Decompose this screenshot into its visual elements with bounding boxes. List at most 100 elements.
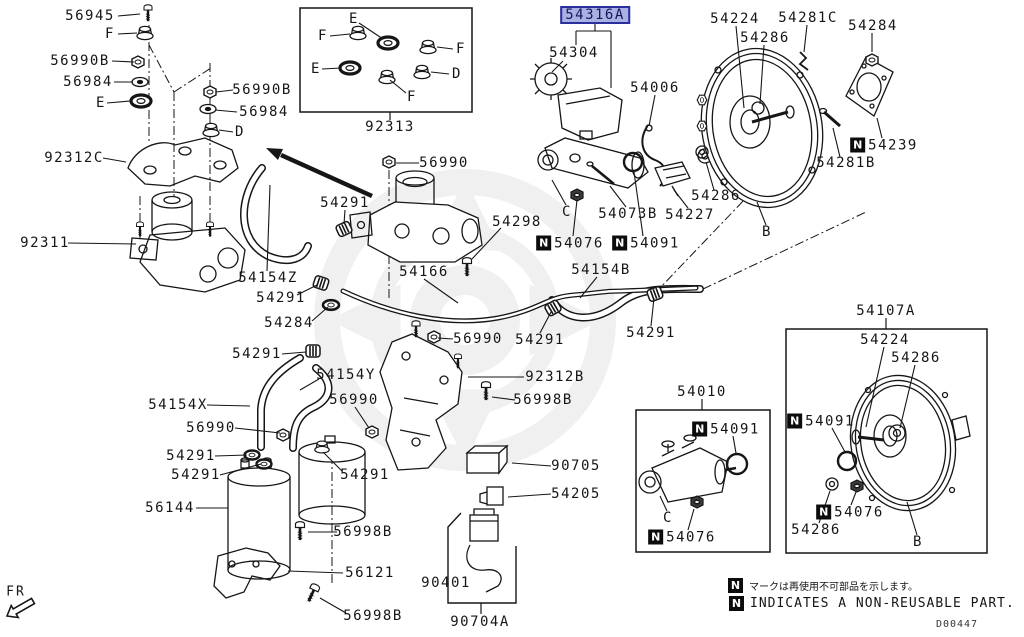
part-number-text: 90401	[421, 575, 471, 591]
part-label-56990: 56990	[419, 156, 469, 170]
part-label-56945: 56945	[65, 9, 115, 23]
part-label-54154Y: 54154Y	[316, 368, 376, 382]
part-number-text: 54166	[399, 264, 449, 280]
part-label-FR: FR	[6, 586, 26, 599]
part-label-C: C	[562, 205, 572, 219]
note-english: N INDICATES A NON-REUSABLE PART.	[729, 596, 1015, 611]
non-reusable-badge: N	[728, 578, 743, 593]
part-label-C: C	[663, 511, 673, 525]
part-number-text: 92313	[365, 119, 415, 135]
part-label-54224: 54224	[860, 333, 910, 347]
note-japanese: N マークは再使用不可部品を示します。	[728, 578, 918, 593]
part-label-54291: 54291	[626, 326, 676, 340]
part-label-90705: 90705	[551, 459, 601, 473]
part-label-54291: 54291	[256, 291, 306, 305]
part-label-F: F	[105, 27, 115, 41]
part-number-text: 54286	[791, 522, 841, 538]
part-label-56998B: 56998B	[343, 609, 403, 623]
part-label-56998B: 56998B	[513, 393, 573, 407]
part-number-text: D	[235, 124, 245, 140]
part-label-54006: 54006	[630, 81, 680, 95]
part-label-54291: 54291	[340, 468, 390, 482]
part-number-text: 54291	[166, 448, 216, 464]
part-label-90704A: 90704A	[450, 615, 510, 629]
part-label-54154X: 54154X	[148, 398, 208, 412]
part-number-text: 54291	[320, 195, 370, 211]
part-number-text: 54227	[665, 207, 715, 223]
brake-booster	[695, 47, 894, 209]
part-number-text: 54291	[171, 467, 221, 483]
part-label-56984: 56984	[239, 105, 289, 119]
part-number-text: 54006	[630, 80, 680, 96]
part-label-54224: 54224	[710, 12, 760, 26]
part-number-text: C	[663, 510, 673, 526]
part-label-54291: 54291	[171, 468, 221, 482]
part-label-B: B	[913, 535, 923, 549]
part-number-text: 56984	[239, 104, 289, 120]
part-number-text: 54304	[549, 45, 599, 61]
part-label-54286: 54286	[791, 523, 841, 537]
part-number-text: 56990B	[232, 82, 292, 98]
part-number-text: E	[96, 95, 106, 111]
part-number-text: 54224	[710, 11, 760, 27]
part-label-54316A[interactable]: 54316A	[560, 6, 630, 24]
part-label-54291: 54291	[320, 196, 370, 210]
fr-arrow-icon	[5, 597, 36, 619]
master-cylinder-assembly	[530, 58, 713, 202]
part-label-D00447: D00447	[936, 620, 978, 630]
direction-arrow	[266, 148, 373, 199]
part-number-text: 56945	[65, 8, 115, 24]
part-number-text: 54316A	[565, 7, 625, 23]
part-number-text: 54291	[515, 332, 565, 348]
part-number-text: 56990	[453, 331, 503, 347]
part-number-text: 54205	[551, 486, 601, 502]
part-number-text: 54284	[848, 18, 898, 34]
part-number-text: 54291	[626, 325, 676, 341]
part-number-text: E	[311, 61, 321, 77]
part-label-E: E	[96, 96, 106, 110]
part-number-text: 56984	[63, 74, 113, 90]
part-label-92311: 92311	[20, 236, 70, 250]
part-label-54286: 54286	[891, 351, 941, 365]
part-label-54154Z: 54154Z	[238, 271, 298, 285]
part-number-text: 54224	[860, 332, 910, 348]
part-label-56121: 56121	[345, 566, 395, 580]
part-label-54291: 54291	[515, 333, 565, 347]
part-number-text: 54154Z	[238, 270, 298, 286]
part-number-text: 92312B	[525, 369, 585, 385]
part-label-54286: 54286	[740, 31, 790, 45]
leader-lines	[67, 13, 918, 614]
note-japanese-text: マークは再使用不可部品を示します。	[749, 582, 918, 593]
note-english-text: INDICATES A NON-REUSABLE PART.	[750, 596, 1015, 611]
part-label-F: F	[456, 42, 466, 56]
part-label-56990: 56990	[329, 393, 379, 407]
part-label-92312C: 92312C	[44, 151, 104, 165]
part-number-text: 54154Y	[316, 367, 376, 383]
part-number-text: 54154B	[571, 262, 631, 278]
non-reusable-badge: N	[648, 529, 664, 545]
part-number-text: 56998B	[513, 392, 573, 408]
part-number-text: B	[913, 534, 923, 550]
part-label-54107A: 54107A	[856, 304, 916, 318]
part-number-text: 54091	[710, 421, 760, 437]
part-number-text: 54291	[232, 346, 282, 362]
part-number-text: 54076	[666, 529, 716, 545]
part-number-text: 54291	[256, 290, 306, 306]
part-number-text: 54076	[554, 235, 604, 251]
part-label-54281C: 54281C	[778, 11, 838, 25]
part-number-text: 54154X	[148, 397, 208, 413]
part-number-text: B	[762, 224, 772, 240]
part-number-text: 54076	[834, 504, 884, 520]
part-number-text: 56990	[329, 392, 379, 408]
part-number-text: 90704A	[450, 614, 510, 630]
part-label-56998B: 56998B	[333, 525, 393, 539]
part-number-text: 54091	[805, 413, 855, 429]
part-label-54205: 54205	[551, 487, 601, 501]
part-label-54166: 54166	[399, 265, 449, 279]
part-number-text: 54091	[630, 235, 680, 251]
part-label-56984: 56984	[63, 75, 113, 89]
